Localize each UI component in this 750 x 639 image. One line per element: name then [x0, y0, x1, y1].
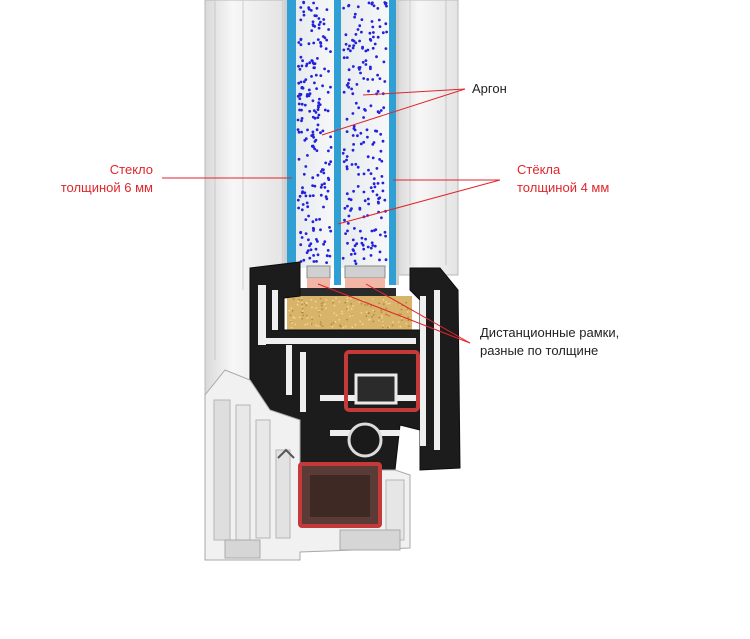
- label-glass-6mm-line2: толщиной 6 мм: [60, 180, 153, 195]
- label-spacer-frames: Дистанционные рамки, разные по толщине: [480, 324, 619, 360]
- label-glass-4mm: Стёкла толщиной 4 мм: [517, 161, 609, 197]
- frame-right-column: [397, 0, 459, 276]
- desiccant-texture: [288, 297, 410, 329]
- label-glass-4mm-line1: Стёкла: [517, 162, 561, 177]
- glass-pane-6mm: [287, 0, 296, 285]
- label-argon: Аргон: [472, 80, 507, 98]
- argon-chamber-left: [296, 0, 334, 268]
- glass-pane-4mm-inner: [389, 0, 396, 285]
- spacer-frame-right: [344, 265, 386, 279]
- spacer-frame-left: [306, 265, 331, 279]
- label-argon-text: Аргон: [472, 81, 507, 96]
- label-glass-4mm-line2: толщиной 4 мм: [517, 180, 610, 195]
- outer-frame-base: [204, 369, 411, 561]
- leader-glass4-1: [337, 179, 501, 225]
- sash-reinforcement: [344, 350, 420, 412]
- leader-argon-2: [362, 88, 466, 96]
- leader-argon-1: [321, 88, 466, 136]
- leader-lines: [162, 88, 501, 344]
- pvc-profile: [249, 261, 461, 471]
- label-spacer-frames-line2: разные по толщине: [480, 343, 599, 358]
- glazing-unit: [284, 0, 412, 330]
- leader-spacers-1: [317, 283, 471, 344]
- glass-pane-4mm-middle: [334, 0, 341, 285]
- argon-gas-dots: [296, 0, 388, 265]
- leader-spacers-2: [365, 283, 471, 344]
- seal-right: [345, 278, 385, 290]
- label-glass-6mm-line1: Стекло: [109, 162, 153, 177]
- label-spacer-frames-line1: Дистанционные рамки,: [480, 325, 620, 340]
- label-glass-6mm: Стекло толщиной 6 мм: [40, 161, 153, 197]
